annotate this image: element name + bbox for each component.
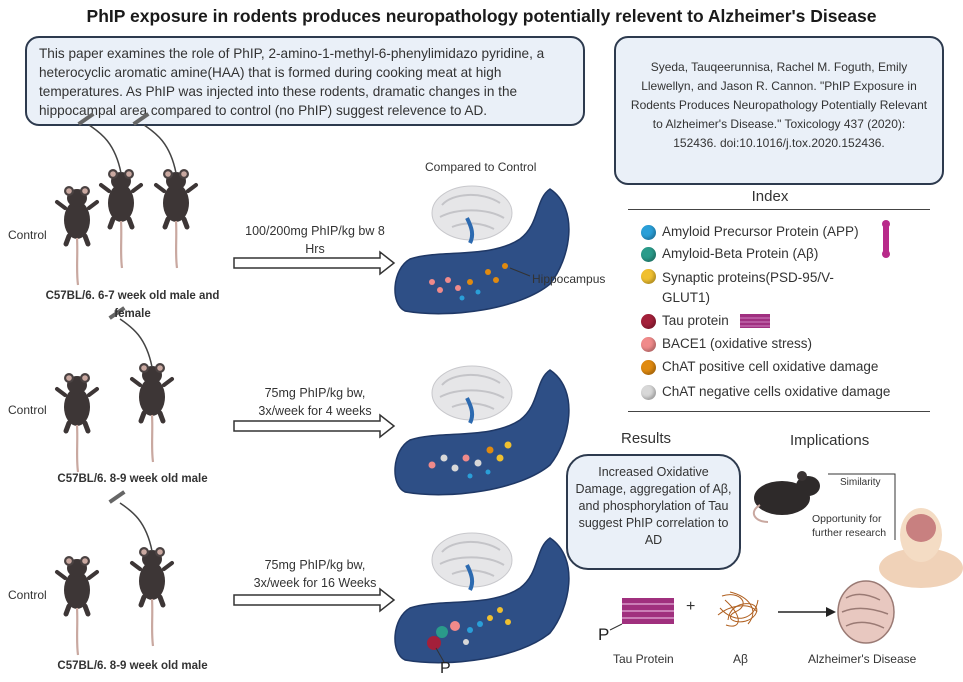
- compared-to-control-label: Compared to Control: [425, 160, 537, 174]
- legend-item-chat-negative: ChAT negative cells oxidative damage: [641, 384, 890, 400]
- legend-label: ChAT negative cells oxidative damage: [662, 384, 891, 399]
- legend-label: Tau protein: [662, 313, 729, 328]
- legend-item-chat-positive: ChAT positive cell oxidative damage: [641, 359, 878, 375]
- results-box: Increased Oxidative Damage, aggregation …: [566, 454, 741, 570]
- legend-label: BACE1 (oxidative stress): [662, 336, 813, 351]
- strain-label-row2: C57BL/6. 8-9 week old male: [57, 473, 208, 485]
- legend-label: Amyloid Precursor Protein (APP): [662, 224, 859, 239]
- legend-label: Amyloid-Beta Protein (Aβ): [662, 246, 819, 261]
- implications-heading: Implications: [790, 432, 870, 449]
- legend-item-app: Amyloid Precursor Protein (APP): [641, 224, 859, 240]
- page-title: PhIP exposure in rodents produces neurop…: [86, 6, 877, 26]
- abeta-dot-icon: [641, 247, 656, 262]
- tau-protein-label: Tau Protein: [613, 652, 674, 666]
- intro-box: This paper examines the role of PhIP, 2-…: [25, 36, 585, 126]
- results-heading: Results: [621, 430, 672, 447]
- index-bottom-rule: [628, 411, 930, 412]
- index-title: Index: [751, 188, 789, 205]
- tau-dot-icon: [641, 314, 656, 329]
- legend-item-tau: Tau protein: [641, 313, 729, 329]
- control-label-row1: Control: [8, 228, 47, 242]
- synaptic-dot-icon: [641, 269, 656, 284]
- abeta-label: Aβ: [733, 652, 748, 666]
- control-label-row2: Control: [8, 403, 47, 417]
- plus-sign: +: [686, 598, 696, 615]
- alzheimers-label: Alzheimer's Disease: [808, 652, 917, 666]
- similarity-label: Similarity: [840, 477, 881, 488]
- opportunity-label: Opportunity for further research: [812, 513, 887, 539]
- tau-p-marker: P: [598, 625, 610, 644]
- chat-negative-dot-icon: [641, 385, 656, 400]
- bace1-dot-icon: [641, 337, 656, 352]
- app-dot-icon: [641, 225, 656, 240]
- legend-item-abeta: Amyloid-Beta Protein (Aβ): [641, 246, 818, 262]
- legend-item-synaptic: Synaptic proteins(PSD-95/V-GLUT1): [641, 268, 881, 308]
- hippocampus-label: Hippocampus: [532, 272, 606, 286]
- citation-box: Syeda, Tauqeerunnisa, Rachel M. Foguth, …: [614, 36, 944, 185]
- index-top-rule: [628, 209, 930, 210]
- phosphorylation-marker: P: [440, 660, 451, 677]
- legend-label: ChAT positive cell oxidative damage: [662, 359, 879, 374]
- strain-label-row3: C57BL/6. 8-9 week old male: [57, 660, 208, 672]
- legend-item-bace1: BACE1 (oxidative stress): [641, 336, 812, 352]
- control-label-row3: Control: [8, 588, 47, 602]
- strain-label-row1: C57BL/6. 6-7 week old male and female: [45, 290, 220, 320]
- legend-label: Synaptic proteins(PSD-95/V-GLUT1): [662, 270, 834, 305]
- dose-label-row2: 75mg PhIP/kg bw, 3x/week for 4 weeks: [258, 386, 372, 418]
- dose-label-row3: 75mg PhIP/kg bw, 3x/week for 16 Weeks: [253, 558, 377, 590]
- dose-label-row1: 100/200mg PhIP/kg bw 8 Hrs: [245, 224, 385, 256]
- chat-positive-dot-icon: [641, 360, 656, 375]
